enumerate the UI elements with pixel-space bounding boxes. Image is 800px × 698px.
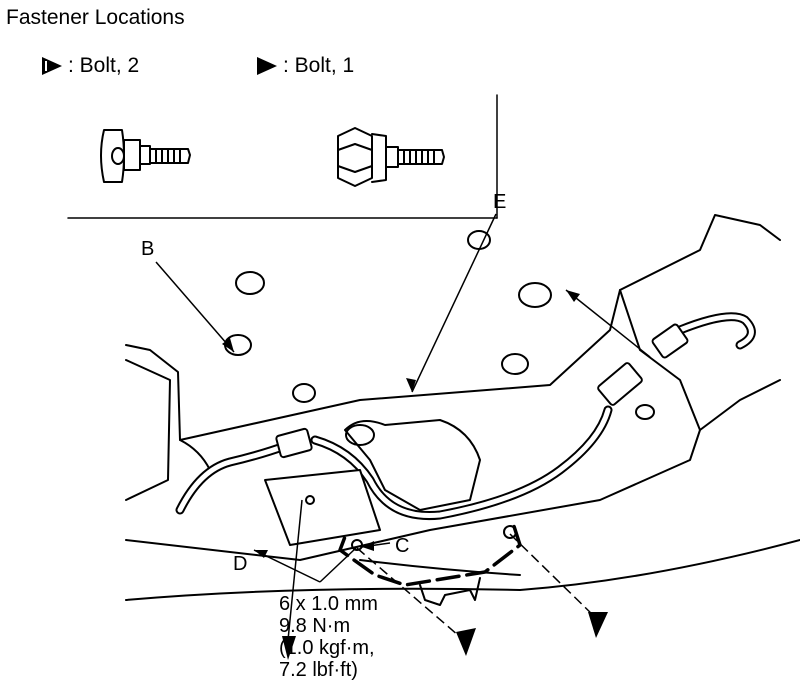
torque-lbfft: 7.2 lbf·ft)	[279, 659, 358, 681]
legend-bolt-1: : Bolt, 1	[255, 54, 354, 78]
arrow-e	[406, 378, 416, 392]
hole	[501, 353, 529, 375]
bolt-1-marker-icon	[456, 628, 476, 656]
body-panel	[125, 214, 781, 441]
arrow-c	[362, 541, 374, 551]
bolt-1-marker-icon	[588, 612, 608, 638]
hole	[518, 282, 552, 308]
callout-e: E	[493, 191, 507, 213]
torque-size: 6 x 1.0 mm	[279, 593, 378, 615]
arrow-top-right	[566, 290, 580, 302]
torque-nm: 9.8 N·m	[279, 615, 351, 637]
arrow-d	[254, 550, 268, 558]
bolt-point-c	[351, 539, 363, 551]
arrow-b	[222, 338, 234, 352]
hole	[635, 404, 655, 420]
connector-right	[597, 362, 643, 406]
sensor-assembly	[344, 419, 481, 511]
page-title: Fastener Locations	[6, 6, 185, 29]
bolt-point-right	[503, 525, 517, 539]
hole	[292, 383, 316, 403]
connector-left	[275, 427, 313, 459]
legend-label-bolt-2: : Bolt, 2	[68, 54, 140, 77]
legend-bolt-2: : Bolt, 2	[40, 54, 139, 78]
bolt-2-illustration	[100, 129, 191, 183]
torque-kgfm: (1.0 kgf·m,	[279, 637, 375, 659]
bracket-d	[264, 469, 381, 546]
connector-upper	[651, 323, 689, 359]
bolt-1-symbol-icon	[257, 57, 277, 75]
bolt-1-illustration	[337, 127, 445, 187]
hole	[235, 271, 265, 295]
callout-c: C	[395, 535, 410, 557]
callout-d: D	[233, 553, 248, 575]
wire-harness	[175, 441, 290, 515]
mounting-bracket	[338, 508, 522, 587]
bolt-2-marker-icon	[282, 636, 296, 660]
torque-spec: 6 x 1.0 mm 9.8 N·m (1.0 kgf·m, 7.2 lbf·f…	[279, 593, 378, 681]
bolt-2-symbol-icon	[42, 57, 62, 75]
callout-b: B	[141, 238, 155, 260]
legend-label-bolt-1: : Bolt, 1	[283, 54, 355, 77]
